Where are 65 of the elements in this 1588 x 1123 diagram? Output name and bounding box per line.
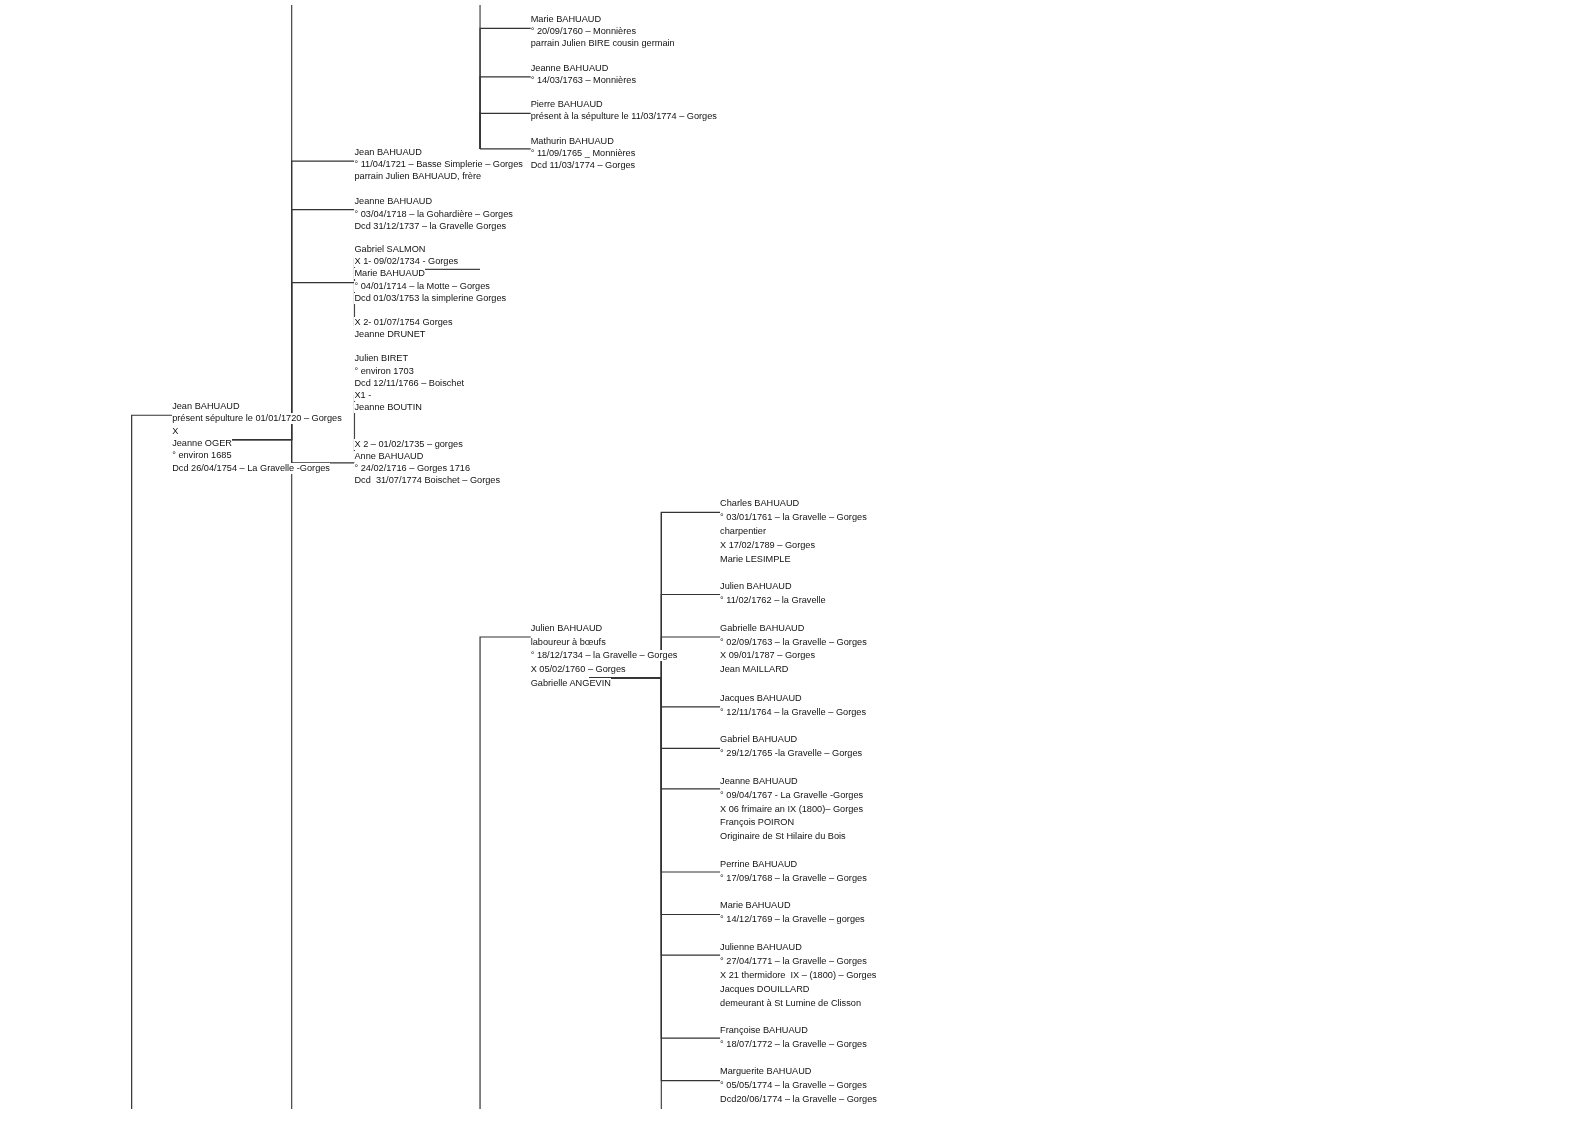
entry-text: Jeanne BAHUAUD [720, 775, 798, 787]
entry-text: Gabrielle ANGEVIN [530, 677, 611, 689]
entry-text: laboureur à bœufs [530, 636, 606, 648]
tree-connector [479, 112, 532, 150]
entry-text: X 17/02/1789 – Gorges [720, 540, 816, 552]
entry-text: ° 14/03/1763 – Monnières [530, 74, 636, 86]
entry-text: ° 02/09/1763 – la Gravelle – Gorges [720, 636, 867, 648]
entry-text: Originaire de St Hilaire du Bois [720, 831, 846, 843]
entry-text: charpentier [720, 526, 767, 538]
entry-text: X 05/02/1760 – Gorges [530, 664, 626, 676]
entry-text: Marguerite BAHUAUD [720, 1066, 812, 1078]
tree-connector [479, 148, 532, 150]
entry-text: François POIRON [720, 817, 795, 829]
entry-text: Dcd 31/07/1774 Boischet – Gorges [354, 474, 500, 486]
entry-text: ° 18/07/1772 – la Gravelle – Gorges [720, 1038, 867, 1050]
entry-text: Jeanne BOUTIN [354, 402, 422, 414]
entry-text: ° 03/01/1761 – la Gravelle – Gorges [720, 512, 867, 524]
entry-text: Mathurin BAHUAUD [530, 135, 614, 147]
tree-connector [479, 636, 532, 1110]
entry-text: Marie BAHUAUD [354, 268, 425, 280]
entry-text: Dcd 11/03/1774 – Gorges [530, 160, 636, 171]
entry-text: Perrine BAHUAUD [720, 858, 798, 870]
entry-text: Jacques BAHUAUD [720, 692, 802, 704]
entry-text: X 09/01/1787 – Gorges [720, 650, 816, 662]
entry-text: ° environ 1703 [354, 365, 414, 377]
entry-text: ° 11/09/1765 _ Monnières [530, 147, 636, 159]
entry-text: ° 11/04/1721 – Basse Simplerie – Gorges [354, 159, 523, 170]
tree-connector [230, 438, 356, 464]
entry-text: parrain Julien BAHUAUD, frère [354, 171, 482, 183]
entry-text: ° 18/12/1734 – la Gravelle – Gorges [530, 650, 678, 662]
entry-text: ° 14/12/1769 – la Gravelle – gorges [720, 914, 865, 926]
tree-connector [131, 414, 173, 1110]
entry-text: ° 03/04/1718 – la Gohardière – Gorges [354, 208, 513, 220]
entry-text: X 1- 09/02/1734 - Gorges [354, 256, 459, 268]
entry-text: Dcd20/06/1774 – la Gravelle – Gorges [720, 1094, 877, 1106]
entry-text: ° 27/04/1771 – la Gravelle – Gorges [720, 955, 867, 967]
entry-text: X 06 frimaire an IX (1800)– Gorges [720, 803, 864, 815]
entry-text: ° 09/04/1767 - La Gravelle -Gorges [720, 789, 864, 801]
entry-text: Dcd 12/11/1766 – Boischet [354, 377, 465, 389]
entry-text: Gabrielle BAHUAUD [720, 622, 805, 634]
entry-text: Françoise BAHUAUD [720, 1024, 808, 1036]
entry-text: Jeanne BAHUAUD [530, 62, 609, 74]
entry-text: ° 17/09/1768 – la Gravelle – Gorges [720, 872, 867, 884]
entry-text: présent sépulture le 01/01/1720 – Gorges [172, 413, 342, 425]
entry-text: ° 29/12/1765 -la Gravelle – Gorges [720, 748, 863, 760]
entry-text: demeurant à St Lumine de Clisson [720, 997, 861, 1009]
entry-text: Dcd 26/04/1754 – La Gravelle -Gorges [172, 462, 330, 474]
entry-text: Dcd 01/03/1753 la simplerine Gorges [354, 292, 507, 304]
entry-text: X 21 thermidore IX – (1800) – Gorges [720, 969, 877, 981]
entry-text: ° 12/11/1764 – la Gravelle – Gorges [720, 706, 867, 718]
entry-text: Julien BAHUAUD [530, 622, 603, 634]
entry-text: X 2- 01/07/1754 Gorges [354, 316, 453, 328]
entry-text: parrain Julien BIRE cousin germain [530, 38, 675, 50]
entry-text: Julienne BAHUAUD [720, 941, 802, 953]
entry-text: Anne BAHUAUD [354, 450, 424, 462]
entry-text: X 2 – 01/02/1735 – gorges [354, 438, 463, 450]
entry-text: présent à la sépulture le 11/03/1774 – Gorges [530, 111, 717, 123]
entry-text: Jean BAHUAUD [354, 146, 422, 158]
entry-text: ° 04/01/1714 – la Motte – Gorges [354, 280, 490, 292]
entry-text: ° 24/02/1716 – Gorges 1716 [354, 462, 470, 474]
entry-text: Dcd 31/12/1737 – la Gravelle Gorges [354, 220, 507, 232]
entry-text: X [172, 425, 179, 437]
entry-text: Jacques DOUILLARD [720, 983, 810, 995]
entry-text: X1 - [354, 389, 372, 401]
entry-text: ° 05/05/1774 – la Gravelle – Gorges [720, 1080, 867, 1092]
